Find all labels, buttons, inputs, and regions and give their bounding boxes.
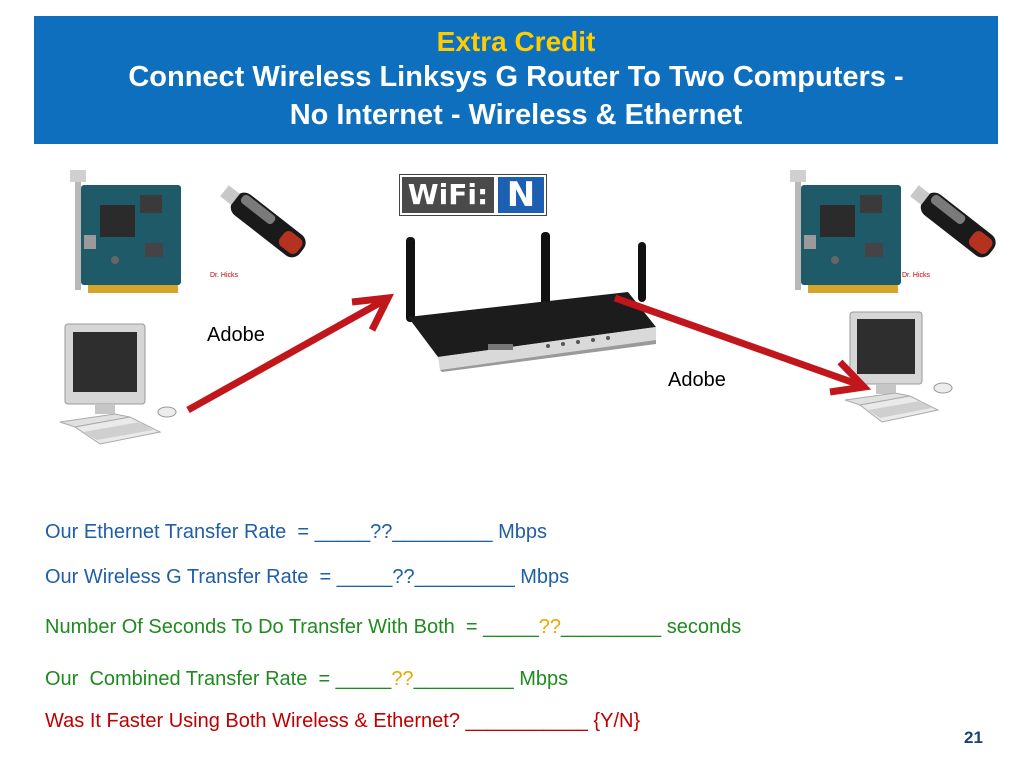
slide-kicker: Extra Credit xyxy=(436,26,596,57)
arrow-left-to-router xyxy=(186,293,395,414)
adobe-label-left: Adobe xyxy=(207,324,265,346)
usb-adapter-icon-left xyxy=(220,185,306,258)
wifi-logo-letter: N xyxy=(498,177,544,213)
combined-question-prefix: Our Combined Transfer Rate = _____ xyxy=(45,668,392,690)
adobe-label-right: Adobe xyxy=(668,369,726,391)
computer-icon-right xyxy=(844,311,953,423)
seconds-question-suffix: _________ seconds xyxy=(561,616,742,638)
faster-question: Was It Faster Using Both Wireless & Ethe… xyxy=(45,710,641,732)
usb-adapter-icon-right xyxy=(910,185,996,258)
wireless-rate-question: Our Wireless G Transfer Rate = _____??__… xyxy=(45,566,570,588)
watermark-right: Dr. Hicks xyxy=(902,272,930,279)
seconds-question: Number Of Seconds To Do Transfer With Bo… xyxy=(45,616,741,639)
combined-question-mark: ?? xyxy=(391,668,414,690)
page-number: 21 xyxy=(964,728,983,747)
wifi-n-logo: WiFi: N xyxy=(399,174,547,216)
combined-rate-question: Our Combined Transfer Rate = _____??____… xyxy=(45,668,568,691)
seconds-question-mark: ?? xyxy=(538,616,562,638)
wifi-logo-text: WiFi: xyxy=(402,177,494,213)
combined-question-suffix: _________ Mbps xyxy=(413,668,569,690)
title-banner: Extra Credit Connect Wireless Linksys G … xyxy=(34,16,998,144)
slide-title-line-1: Connect Wireless Linksys G Router To Two… xyxy=(128,61,904,93)
watermark-left: Dr. Hicks xyxy=(210,272,238,279)
router-icon xyxy=(406,232,656,372)
seconds-question-prefix: Number Of Seconds To Do Transfer With Bo… xyxy=(45,616,539,638)
ethernet-rate-question: Our Ethernet Transfer Rate = _____??____… xyxy=(45,521,548,543)
network-card-icon-right xyxy=(790,170,901,293)
slide-title-line-2: No Internet - Wireless & Ethernet xyxy=(289,99,743,131)
network-card-icon-left xyxy=(70,170,181,293)
computer-icon-left xyxy=(59,323,177,445)
